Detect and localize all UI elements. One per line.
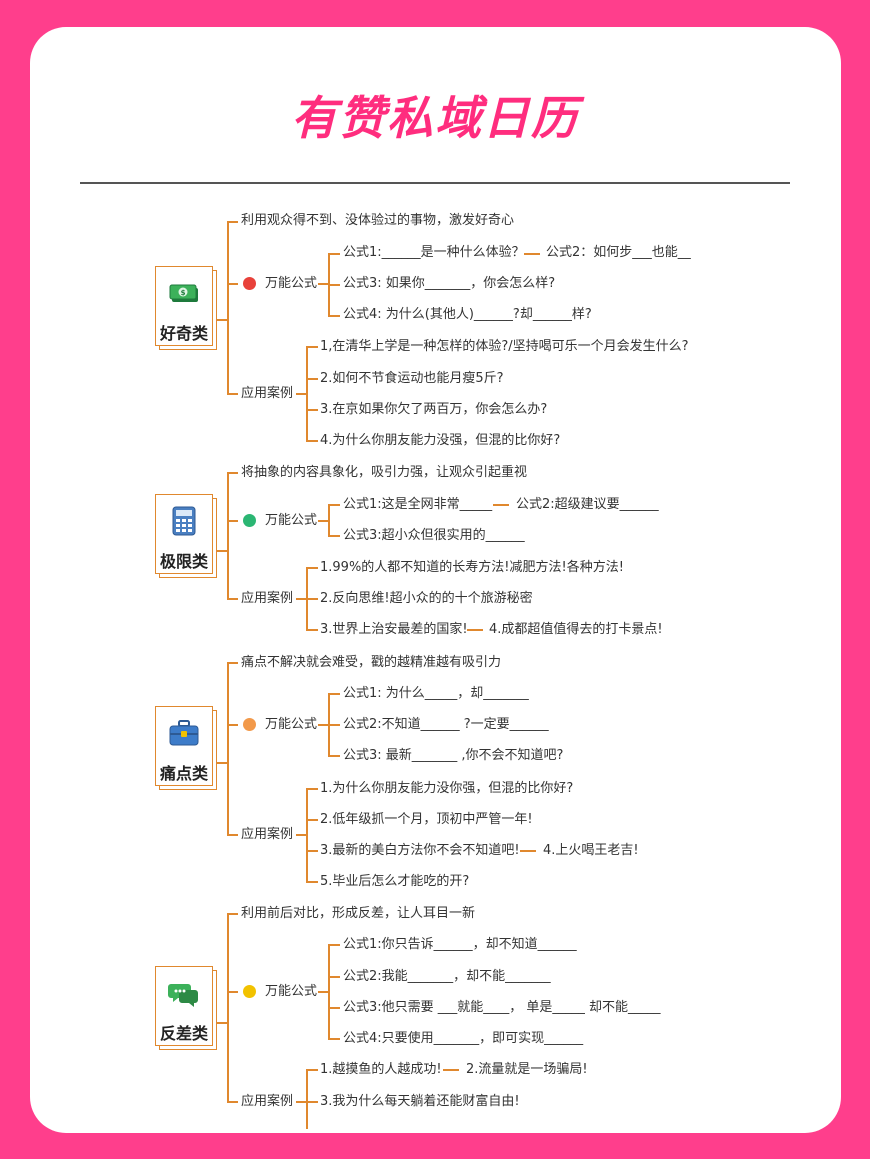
case-item: 1,在清华上学是一种怎样的体验?/坚持喝可乐一个月会发生什么? (320, 339, 689, 354)
definition-text: 将抽象的内容具象化，吸引力强，让观众引起重视 (241, 465, 528, 480)
definition-text: 利用观众得不到、没体验过的事物，激发好奇心 (241, 213, 515, 228)
formula-item: 公式2：如何步___也能__ (546, 245, 691, 260)
case-item: 3.我为什么每天躺着还能财富自由! (320, 1094, 520, 1109)
formula-item: 公式3:超小众但很实用的______ (343, 528, 525, 543)
case-item: 1.为什么你朋友能力没你强，但混的比你好? (320, 781, 574, 796)
category-label: 反差类 (159, 1024, 208, 1043)
case-item: 2.流量就是一场骗局! (466, 1062, 588, 1077)
formula-item: 公式2:超级建议要______ (516, 497, 659, 512)
case-item: 3.最新的美白方法你不会不知道吧! (320, 843, 520, 858)
case-label: 应用案例 (241, 827, 294, 842)
formula-item: 公式3:他只需要 ___就能____， 单是_____ 却不能_____ (343, 1000, 661, 1015)
case-label: 应用案例 (241, 1094, 294, 1109)
formula-item: 公式1: 为什么_____，却_______ (343, 686, 529, 701)
category-card: 反差类 (155, 966, 217, 1050)
definition-text: 利用前后对比，形成反差，让人耳目一新 (241, 906, 476, 921)
formula-item: 公式2:我能_______，却不能_______ (343, 969, 551, 984)
briefcase-icon (168, 718, 200, 748)
case-item: 5.毕业后怎么才能吃的开? (320, 874, 470, 889)
category-card: 极限类 (155, 494, 217, 578)
calculator-icon (168, 506, 200, 536)
formula-item: 公式3: 如果你_______，你会怎么样? (343, 276, 556, 291)
formula-item: 公式1:你只告诉______，却不知道______ (343, 937, 577, 952)
category-label: 极限类 (159, 552, 208, 571)
category-card: $ 好奇类 (155, 266, 217, 350)
category-card: 痛点类 (155, 706, 217, 790)
chat-bubbles-icon (168, 978, 200, 1008)
formula-label: 万能公式 (265, 717, 318, 732)
formula-item: 公式3: 最新_______ ,你不会不知道吧? (343, 748, 564, 763)
content-card (30, 27, 841, 1133)
case-item: 1.越摸鱼的人越成功! (320, 1062, 442, 1077)
formula-label: 万能公式 (265, 984, 318, 999)
page-title: 有赞私域日历 (291, 91, 579, 145)
case-item: 2.反向思维!超小众的的十个旅游秘密 (320, 591, 533, 606)
case-item: 4.为什么你朋友能力没强，但混的比你好? (320, 433, 561, 448)
case-label: 应用案例 (241, 386, 294, 401)
formula-label: 万能公式 (265, 513, 318, 528)
case-item: 4.成都超值值得去的打卡景点! (489, 622, 663, 637)
category-label: 好奇类 (159, 324, 208, 343)
definition-text: 痛点不解决就会难受，戳的越精准越有吸引力 (241, 655, 502, 670)
category-label: 痛点类 (159, 764, 208, 783)
case-item: 1.99%的人都不知道的长寿方法!减肥方法!各种方法! (320, 560, 624, 575)
case-item: 2.如何不节食运动也能月瘦5斤? (320, 371, 504, 386)
formula-item: 公式4:只要使用_______，即可实现______ (343, 1031, 584, 1046)
formula-item: 公式4: 为什么(其他人)______?却______样? (343, 307, 592, 322)
formula-dot (243, 277, 256, 290)
formula-item: 公式1:______是一种什么体验？ (343, 245, 525, 260)
case-item: 3.在京如果你欠了两百万，你会怎么办? (320, 402, 548, 417)
title-divider (80, 182, 790, 184)
formula-item: 公式1:这是全网非常_____ (343, 497, 493, 512)
formula-dot (243, 514, 256, 527)
formula-dot (243, 718, 256, 731)
case-item: 4.上火喝王老吉! (543, 843, 639, 858)
case-label: 应用案例 (241, 591, 294, 606)
money-bill-icon: $ (168, 278, 200, 308)
svg-text:$: $ (181, 289, 186, 297)
formula-label: 万能公式 (265, 276, 318, 291)
formula-dot (243, 985, 256, 998)
case-item: 2.低年级抓一个月，顶初中严管一年! (320, 812, 533, 827)
formula-item: 公式2:不知道______ ?一定要______ (343, 717, 549, 732)
case-item: 3.世界上治安最差的国家! (320, 622, 468, 637)
